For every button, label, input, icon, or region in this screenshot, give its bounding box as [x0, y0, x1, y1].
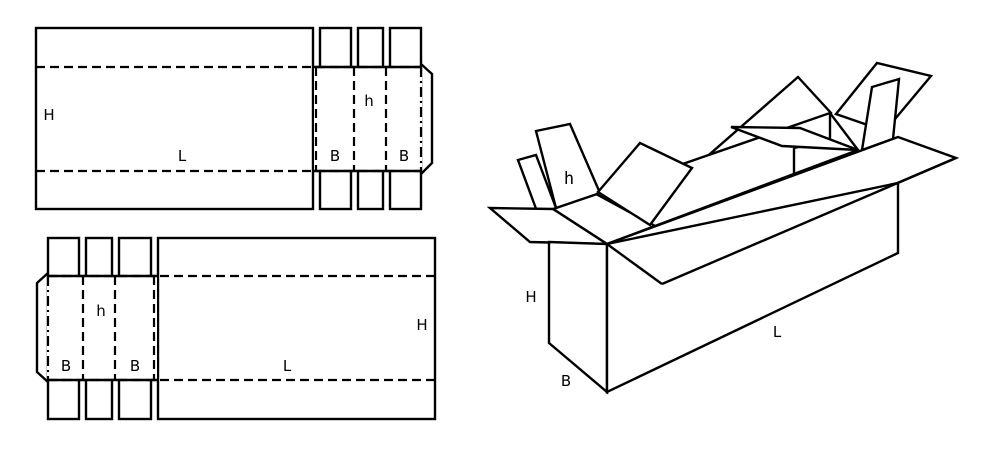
top-net: H L B h B: [34, 26, 434, 211]
bottom-net-label-L: L: [283, 357, 292, 375]
box-far-flap-left: [730, 125, 859, 152]
bottom-net-label-h: h: [96, 302, 106, 320]
top-net-label-B2: B: [399, 147, 409, 165]
top-net-label-B1: B: [330, 147, 340, 165]
bottom-net-label-B1: B: [61, 357, 71, 375]
top-net-glue-flap: [420, 63, 434, 175]
top-net-label-L: L: [178, 147, 187, 165]
box-near-flap-small: [516, 153, 558, 216]
box-label-L: L: [773, 323, 782, 341]
box-side-face: [605, 181, 900, 394]
box-near-flap-right: [596, 141, 694, 227]
box-label-h: h: [564, 169, 574, 189]
bottom-net-label-B2: B: [130, 357, 140, 375]
box-end-face: [547, 240, 609, 395]
bottom-net-panel-l: [156, 236, 437, 421]
box-label-H: H: [525, 288, 536, 306]
bottom-net-label-H: H: [416, 316, 427, 334]
box-label-B: B: [561, 372, 571, 390]
bottom-net-glue-flap: [35, 272, 49, 383]
box-3d: h H B L: [486, 61, 960, 395]
top-net-label-H: H: [43, 106, 54, 124]
bottom-net: B h B L H: [35, 236, 437, 421]
top-net-panel-l: [34, 26, 315, 211]
top-net-label-h: h: [364, 92, 374, 110]
